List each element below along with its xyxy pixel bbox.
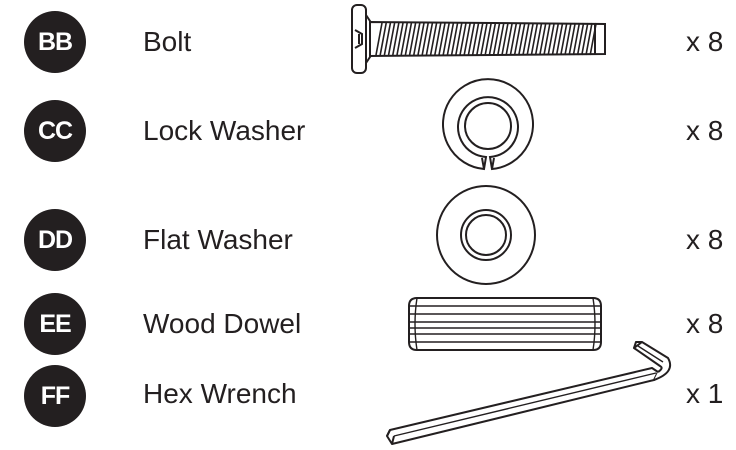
part-code-badge-cc: CC (24, 100, 86, 162)
part-code-badge-ff: FF (24, 365, 86, 427)
part-code: FF (40, 381, 71, 410)
hex-wrench-icon (386, 341, 672, 445)
part-name-hex-wrench: Hex Wrench (143, 378, 297, 409)
flat-washer-icon (436, 185, 536, 285)
part-quantity-bolt: x 8 (686, 26, 724, 57)
part-quantity-hex-wrench: x 1 (686, 378, 724, 409)
part-quantity-lock-washer: x 8 (686, 115, 724, 146)
bolt-icon (351, 4, 606, 74)
part-quantity-wood-dowel: x 8 (686, 308, 724, 339)
part-name-wood-dowel: Wood Dowel (143, 308, 302, 339)
part-quantity-flat-washer: x 8 (686, 224, 724, 255)
wood-dowel-icon (408, 297, 602, 351)
part-code-badge-bb: BB (24, 11, 86, 73)
part-name-bolt: Bolt (143, 26, 192, 57)
part-name-flat-washer: Flat Washer (143, 224, 293, 255)
lock-washer-icon (442, 78, 534, 171)
part-name-lock-washer: Lock Washer (143, 115, 306, 146)
part-code-badge-dd: DD (24, 209, 86, 271)
part-code: CC (37, 116, 73, 145)
part-code: EE (39, 309, 71, 338)
part-code: DD (37, 225, 73, 254)
part-code: BB (37, 27, 73, 56)
part-code-badge-ee: EE (24, 293, 86, 355)
